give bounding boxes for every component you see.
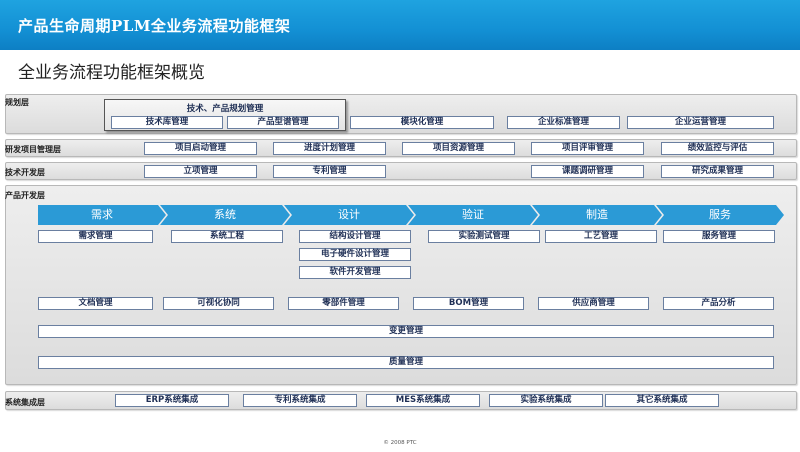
design-extra-item: 电子硬件设计管理 bbox=[299, 248, 411, 261]
header-bar: 产品生命周期PLM全业务流程功能框架 bbox=[0, 0, 800, 50]
stage-label: 服务 bbox=[709, 208, 731, 221]
support-item: 可视化协同 bbox=[163, 297, 274, 310]
tech-dev-item: 研究成果管理 bbox=[661, 165, 774, 178]
stage-label: 需求 bbox=[91, 208, 113, 221]
integration-item: ERP系统集成 bbox=[115, 394, 229, 407]
stage-chevron-service: 服务 bbox=[656, 205, 784, 225]
support-item: BOM管理 bbox=[413, 297, 524, 310]
planning-group: 技术、产品规划管理 技术库管理 产品型谱管理 bbox=[104, 99, 346, 131]
stage-item: 实验测试管理 bbox=[428, 230, 540, 243]
integration-item: MES系统集成 bbox=[366, 394, 480, 407]
stage-chevron-system: 系统 bbox=[160, 205, 290, 225]
stage-item: 系统工程 bbox=[171, 230, 283, 243]
integration-item: 其它系统集成 bbox=[605, 394, 719, 407]
rd-mgmt-layer-label: 研发项目管理层 bbox=[5, 144, 61, 154]
planning-item: 企业运营管理 bbox=[627, 116, 774, 129]
integration-item: 实验系统集成 bbox=[489, 394, 603, 407]
stage-chevron-design: 设计 bbox=[284, 205, 414, 225]
rd-mgmt-item: 项目启动管理 bbox=[144, 142, 257, 155]
stage-item: 结构设计管理 bbox=[299, 230, 411, 243]
stage-chevron-manufacturing: 制造 bbox=[532, 205, 662, 225]
copyright-footer: © 2008 PTC bbox=[383, 440, 417, 446]
integration-item: 专利系统集成 bbox=[243, 394, 357, 407]
stage-label: 系统 bbox=[214, 208, 236, 221]
stage-chevron-bar: 需求 系统 设计 验证 制造 服务 bbox=[38, 205, 784, 225]
planning-group-title: 技术、产品规划管理 bbox=[186, 104, 264, 114]
tech-dev-layer-label: 技术开发层 bbox=[5, 167, 45, 177]
planning-item: 模块化管理 bbox=[350, 116, 494, 129]
tech-dev-item: 立项管理 bbox=[144, 165, 257, 178]
support-item: 供应商管理 bbox=[538, 297, 649, 310]
rd-mgmt-item: 绩效监控与评估 bbox=[661, 142, 774, 155]
stage-label: 制造 bbox=[586, 208, 608, 221]
tech-dev-item: 专利管理 bbox=[273, 165, 386, 178]
support-item: 文档管理 bbox=[38, 297, 153, 310]
stage-label: 验证 bbox=[462, 208, 484, 221]
rd-mgmt-item: 项目资源管理 bbox=[402, 142, 515, 155]
stage-chevron-requirements: 需求 bbox=[38, 205, 166, 225]
product-dev-layer-label: 产品开发层 bbox=[5, 190, 45, 200]
design-extra-item: 软件开发管理 bbox=[299, 266, 411, 279]
stage-item: 服务管理 bbox=[663, 230, 775, 243]
tech-dev-item: 课题调研管理 bbox=[531, 165, 644, 178]
support-item: 零部件管理 bbox=[288, 297, 399, 310]
quality-management-bar: 质量管理 bbox=[38, 356, 774, 369]
rd-mgmt-item: 进度计划管理 bbox=[273, 142, 386, 155]
rd-mgmt-item: 项目评审管理 bbox=[531, 142, 644, 155]
page-title: 产品生命周期PLM全业务流程功能框架 bbox=[18, 17, 291, 35]
stage-item: 需求管理 bbox=[38, 230, 153, 243]
integration-layer-label: 系统集成层 bbox=[5, 397, 45, 407]
stage-item: 工艺管理 bbox=[545, 230, 657, 243]
planning-group-item: 产品型谱管理 bbox=[227, 116, 339, 129]
support-item: 产品分析 bbox=[663, 297, 774, 310]
planning-group-item: 技术库管理 bbox=[111, 116, 223, 129]
planning-layer-label: 规划层 bbox=[5, 97, 29, 107]
stage-chevron-verification: 验证 bbox=[408, 205, 538, 225]
subtitle: 全业务流程功能框架概览 bbox=[18, 63, 205, 83]
change-management-bar: 变更管理 bbox=[38, 325, 774, 338]
stage-label: 设计 bbox=[338, 208, 360, 221]
planning-item: 企业标准管理 bbox=[507, 116, 620, 129]
